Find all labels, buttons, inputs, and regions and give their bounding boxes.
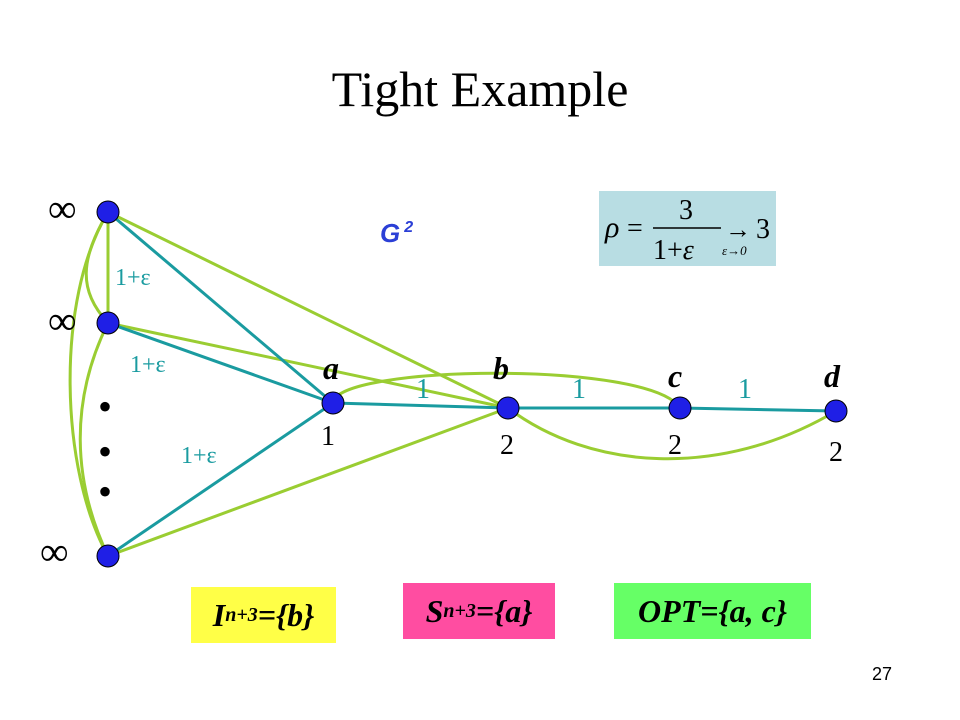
graph-name-base: G xyxy=(380,218,400,248)
left-node xyxy=(96,311,120,335)
path-edge-label: 1 xyxy=(738,374,752,405)
square-edge xyxy=(107,406,509,558)
formula-arrow: → xyxy=(725,215,751,244)
node-d xyxy=(824,399,848,423)
ellipsis-dot: • xyxy=(98,429,112,474)
epsilon-edge-label: 1+ε xyxy=(130,352,166,378)
set-i-value: ={b} xyxy=(257,596,315,633)
square-edge xyxy=(78,322,110,557)
left-node xyxy=(96,544,120,568)
node-weight-b: 2 xyxy=(500,430,514,461)
path-edge-label: 1 xyxy=(572,374,586,405)
set-s-sub: n+3 xyxy=(443,599,476,622)
node-name-c: c xyxy=(668,358,682,394)
node-weight-d: 2 xyxy=(829,437,843,468)
square-edge xyxy=(507,406,837,461)
infinity-label: ∞ xyxy=(48,298,77,343)
square-edge xyxy=(84,211,110,325)
epsilon-edge xyxy=(107,210,334,405)
opt-box: OPT={a, c} xyxy=(614,583,811,639)
node-name-a: a xyxy=(323,350,339,386)
set-i-name: I xyxy=(212,596,226,633)
node-c xyxy=(668,396,692,420)
formula-limit: ε→0 xyxy=(722,243,747,258)
ellipsis-dot: • xyxy=(98,384,112,429)
epsilon-edge-label: 1+ε xyxy=(115,265,151,291)
epsilon-edge xyxy=(107,321,334,405)
node-a xyxy=(321,391,345,415)
formula-numerator: 3 xyxy=(679,195,693,226)
set-i-sub: n+3 xyxy=(225,603,258,626)
slide-title: Tight Example xyxy=(331,61,629,117)
path-edge-label: 1 xyxy=(416,374,430,405)
square-edge xyxy=(107,321,509,410)
square-edge xyxy=(107,210,509,410)
node-name-b: b xyxy=(493,350,509,386)
ratio-formula: ρ = 3 1+ε → ε→0 3 xyxy=(599,191,776,266)
square-edge xyxy=(331,371,682,409)
path-edge-ab xyxy=(332,401,509,410)
node-b xyxy=(496,396,520,420)
epsilon-edge-label: 1+ε xyxy=(181,443,217,469)
set-s-value: ={a} xyxy=(475,592,533,629)
graph-name-superscript: 2 xyxy=(403,219,413,236)
formula-equals: = xyxy=(627,213,643,244)
infinity-label: ∞ xyxy=(48,186,77,231)
left-node xyxy=(96,200,120,224)
node-name-d: d xyxy=(824,358,841,394)
slide-number: 27 xyxy=(871,664,892,684)
infinity-label: ∞ xyxy=(40,529,69,574)
path-edge-cd xyxy=(679,406,837,413)
ellipsis-dot: • xyxy=(98,469,112,514)
formula-denominator: 1+ε xyxy=(653,235,694,266)
formula-denominator-var: ε xyxy=(683,235,694,266)
epsilon-edge xyxy=(107,401,334,558)
set-s-name: S xyxy=(425,592,444,629)
node-weight-a: 1 xyxy=(321,421,335,452)
formula-result: 3 xyxy=(756,214,770,245)
formula-denominator-left: 1+ xyxy=(653,235,683,266)
ratio-formula-svg: ρ = 3 1+ε → ε→0 3 xyxy=(604,195,770,266)
opt-text: OPT={a, c} xyxy=(638,592,787,629)
node-weight-c: 2 xyxy=(668,430,682,461)
formula-lhs: ρ xyxy=(604,211,619,244)
